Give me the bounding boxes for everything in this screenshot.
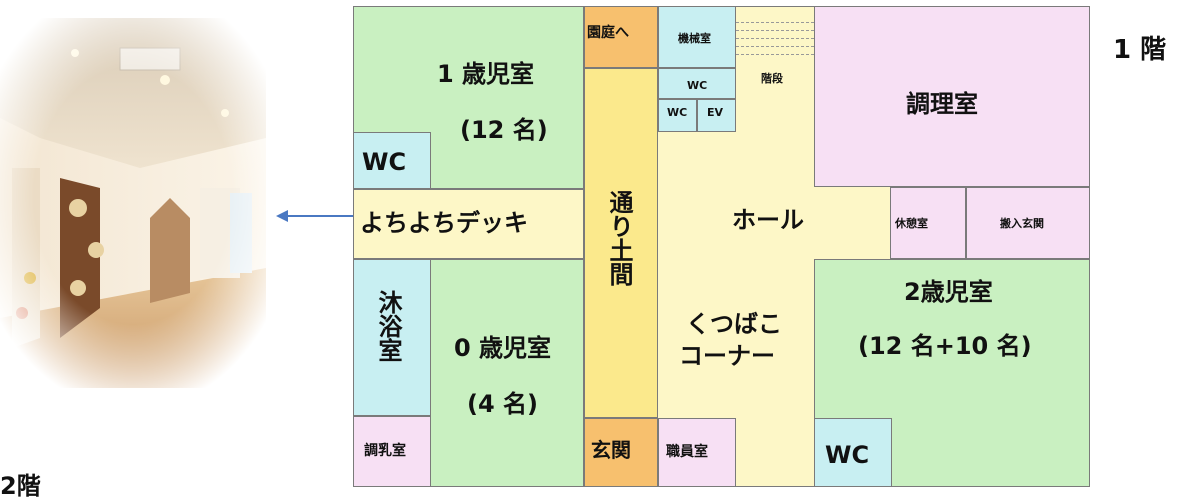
label-wc-1: WC <box>362 148 407 176</box>
stair-line <box>736 54 814 55</box>
room-machine <box>658 6 736 68</box>
hallway-photo <box>0 18 266 388</box>
label-wc-3: WC <box>667 106 688 119</box>
label-wc-4: WC <box>825 441 870 469</box>
label-deck: よちよちデッキ <box>360 209 528 237</box>
label-age0: 0 歳児室 <box>454 334 552 362</box>
label-passage: 通り土間 <box>605 190 633 286</box>
label-shoes-2: コーナー <box>679 342 775 370</box>
room-entrance <box>584 418 658 487</box>
room-milk <box>353 416 431 487</box>
label-wc-2: WC <box>687 79 708 92</box>
room-wc-1 <box>353 132 431 189</box>
room-wc-4 <box>814 418 892 487</box>
room-wc-3 <box>658 99 697 132</box>
room-deck <box>353 189 584 259</box>
stair-line <box>736 46 814 47</box>
label-age1-capacity: (12 名) <box>460 116 548 144</box>
label-age2: 2歳児室 <box>904 278 993 306</box>
label-delivery: 搬入玄関 <box>1000 217 1044 230</box>
label-machine: 機械室 <box>678 32 711 45</box>
room-delivery <box>966 187 1090 259</box>
room-staff <box>658 418 736 487</box>
label-staff: 職員室 <box>666 444 708 460</box>
room-rest <box>890 187 966 259</box>
label-hall: ホール <box>732 206 804 234</box>
room-wc-2 <box>658 68 736 99</box>
label-rest: 休憩室 <box>895 217 928 230</box>
room-passage <box>584 68 658 418</box>
label-age2-capacity: (12 名+10 名) <box>858 332 1032 360</box>
label-kitchen: 調理室 <box>906 90 978 118</box>
room-ev <box>697 99 736 132</box>
label-stairs: 階段 <box>761 72 783 85</box>
label-milk: 調乳室 <box>364 443 406 459</box>
stair-line <box>736 30 814 31</box>
label-age0-capacity: (4 名) <box>467 390 538 418</box>
room-bath <box>353 259 431 416</box>
floor2-label: 2階 <box>0 472 41 500</box>
floor-label: 1 階 <box>1113 35 1167 65</box>
label-shoes-1: くつばこ <box>686 310 782 338</box>
label-ev: EV <box>707 106 724 119</box>
room-garden-exit <box>584 6 658 68</box>
label-age1: 1 歳児室 <box>437 60 535 88</box>
room-kitchen <box>814 6 1090 187</box>
stair-line <box>736 22 814 23</box>
stair-line <box>736 38 814 39</box>
label-garden: 園庭へ <box>587 25 629 41</box>
label-bath: 沐浴室 <box>374 290 402 362</box>
arrow-left-icon <box>276 210 354 222</box>
label-entrance: 玄関 <box>591 438 631 462</box>
